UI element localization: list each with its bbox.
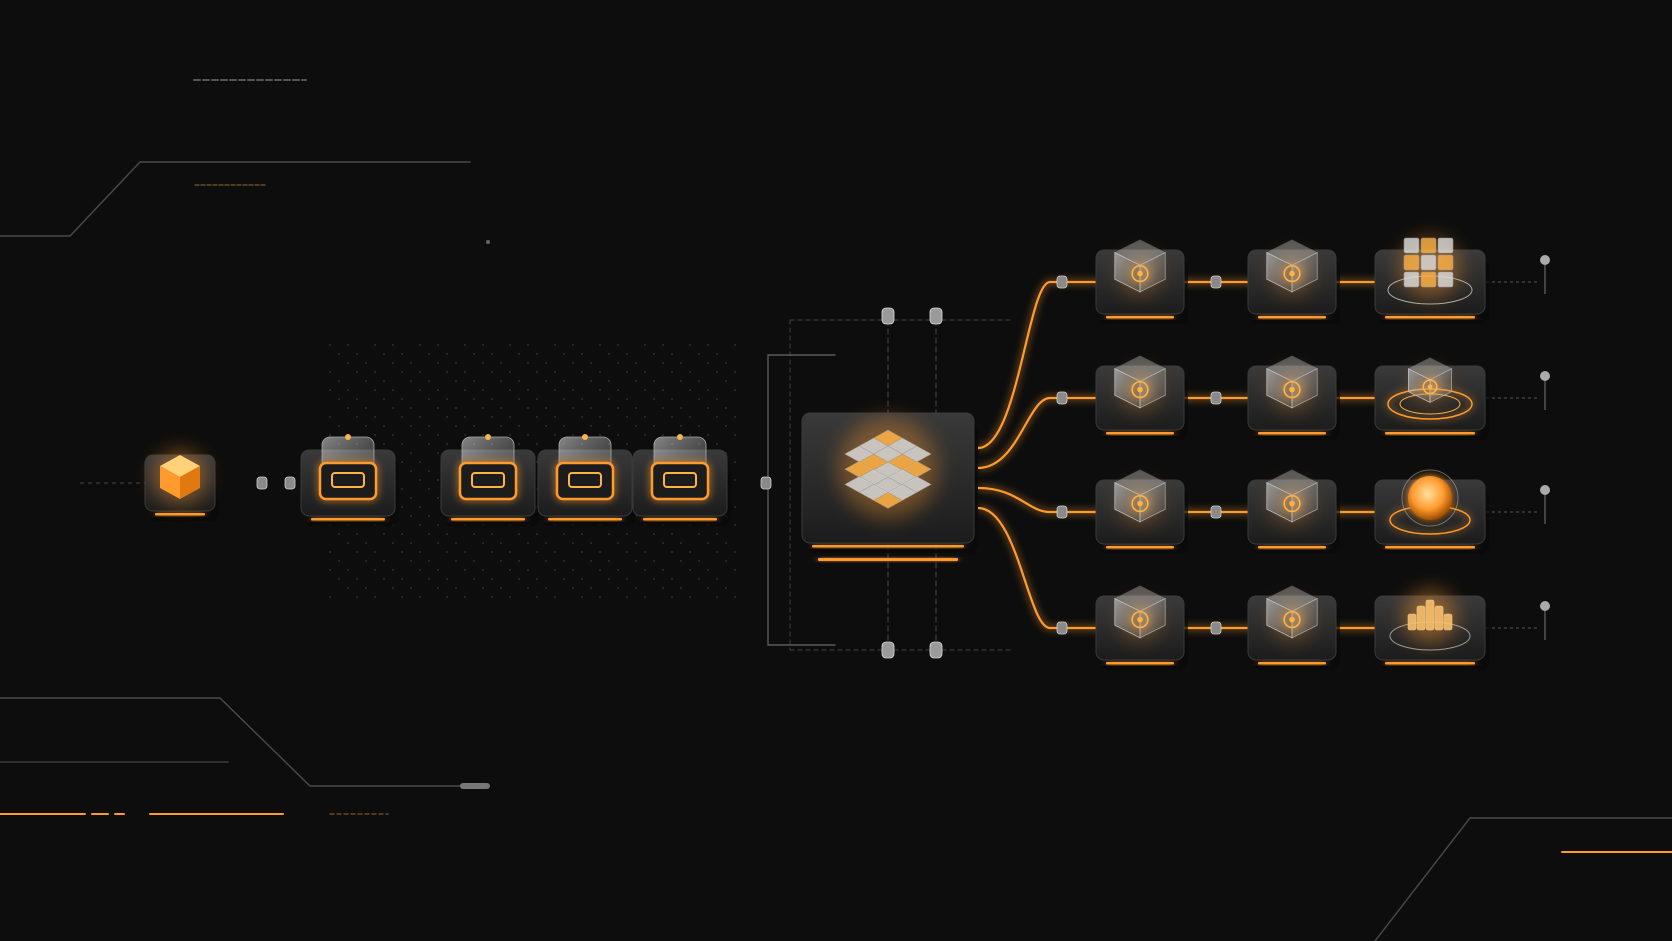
end-pin-icon <box>1540 601 1550 640</box>
branch-2-node-1 <box>1095 355 1188 440</box>
branch-3-node-2 <box>1247 469 1340 554</box>
pipeline-nodes <box>144 237 1489 670</box>
hub-pin-icon <box>881 307 895 325</box>
stage-node-2 <box>440 434 539 526</box>
wire-connector <box>1210 505 1222 519</box>
decor-dot <box>486 240 490 244</box>
end-pin-icon <box>1540 485 1550 524</box>
decor-trace-top-left <box>0 161 471 237</box>
branch-wire-1 <box>977 280 1430 450</box>
glass-cube-icon <box>1265 469 1319 524</box>
hub-frame <box>789 319 1011 651</box>
glass-cube-icon <box>1113 469 1167 524</box>
ringed-cube-icon <box>1387 357 1473 420</box>
hub-pin-icon <box>881 641 895 659</box>
wire-connector <box>1056 505 1068 519</box>
branch-4-node-3 <box>1374 590 1489 670</box>
hub-bracket <box>767 354 836 646</box>
glass-cube-icon <box>1265 355 1319 410</box>
branch-1-node-1 <box>1095 239 1188 324</box>
branch-4-node-1 <box>1095 585 1188 670</box>
branch-2-node-3 <box>1374 357 1489 440</box>
branch-wire-4 <box>977 506 1430 630</box>
wire-connector <box>1056 275 1068 289</box>
wire-connector <box>256 476 268 490</box>
branch-1-node-3 <box>1374 237 1489 324</box>
end-pin-icon <box>1540 371 1550 410</box>
wire-connector <box>1210 391 1222 405</box>
glass-cube-icon <box>1265 585 1319 640</box>
wire-connector <box>1210 275 1222 289</box>
glowing-cube-icon <box>154 451 206 503</box>
glowing-orb-icon <box>1389 469 1471 535</box>
glass-cube-icon <box>1113 585 1167 640</box>
hub-pin-icon <box>929 641 943 659</box>
glass-tray-icon <box>650 434 710 501</box>
crystal-cluster-icon <box>1389 590 1471 651</box>
stage-node-1 <box>300 434 399 526</box>
branch-4-node-2 <box>1247 585 1340 670</box>
wire-connector <box>284 476 296 490</box>
glass-cube-icon <box>1265 239 1319 294</box>
rubiks-cube-icon <box>838 418 938 518</box>
hub-node <box>801 412 978 561</box>
glass-cube-icon <box>1113 355 1167 410</box>
wire-connector <box>1056 391 1068 405</box>
wire-connector <box>760 476 772 490</box>
cube-cluster-icon <box>1387 237 1473 305</box>
decor-trace-bottom-right <box>1374 817 1672 941</box>
branch-3-node-3 <box>1374 469 1489 554</box>
wire-connector <box>1056 621 1068 635</box>
glowing-cube-source-node <box>144 451 219 521</box>
glass-tray-icon <box>458 434 518 501</box>
wire-connector <box>1210 621 1222 635</box>
stage-node-3 <box>537 434 636 526</box>
hub-pin-icon <box>929 307 943 325</box>
branch-3-node-1 <box>1095 469 1188 554</box>
stage-node-4 <box>632 434 731 526</box>
decor-trace-bottom-left <box>0 697 471 787</box>
branch-2-node-2 <box>1247 355 1340 440</box>
branch-1-node-2 <box>1247 239 1340 324</box>
branch-wire-3 <box>977 486 1430 514</box>
glass-cube-icon <box>1113 239 1167 294</box>
branch-wire-2 <box>977 396 1430 470</box>
end-pin-icon <box>1540 255 1550 294</box>
glass-tray-icon <box>318 434 378 501</box>
decor-pill <box>460 783 490 789</box>
glass-tray-icon <box>555 434 615 501</box>
